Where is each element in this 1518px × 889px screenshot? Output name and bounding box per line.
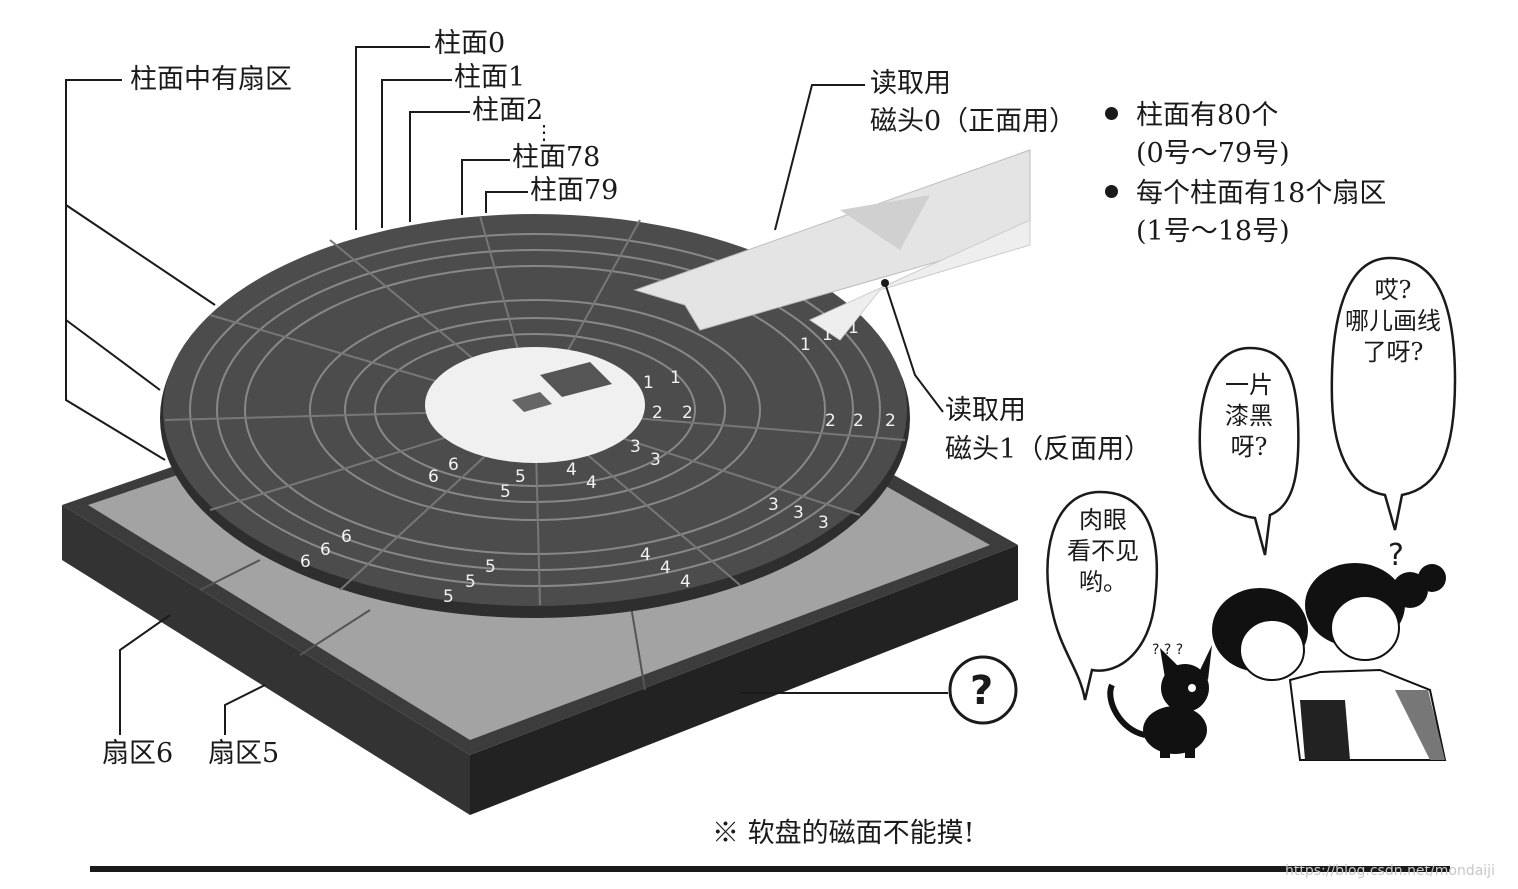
track-ring [344,317,726,503]
sector-number-3: 3 [818,513,829,533]
label-cylinder-78: 柱面78 [512,142,601,173]
sector-number-1: 1 [822,325,833,345]
base-plate-seam [299,609,371,656]
label-cylinder-1: 柱面1 [454,62,526,93]
sector-number-5: 5 [500,482,511,502]
sector-number-1: 1 [800,335,811,355]
label-cylinder-79: 柱面79 [530,175,619,206]
watermark: https://blog.csdn.net/mondaiji [1285,863,1495,879]
track-ring [374,333,696,487]
sector-number-3: 3 [650,450,661,470]
track-ring [189,233,881,587]
label-head-0-line2: 磁头0（正面用） [870,106,1077,137]
base-plate-side [62,505,470,815]
sector-number-6: 6 [341,527,352,547]
label-vdots: ⋮ [534,120,554,144]
sector-number-5: 5 [485,557,496,577]
sector-number-4: 4 [586,473,597,493]
bullet-dot [1105,185,1118,198]
sector-number-6: 6 [448,455,459,475]
svg-text:?: ? [1388,538,1404,573]
bubble-left-line: 看不见 [1067,537,1139,566]
track-ring [244,265,826,555]
label-sector-5: 扇区5 [208,738,280,769]
sector-number-3: 3 [793,503,804,523]
bubble-right-line: 哎? [1374,276,1412,304]
question-circle [948,655,1018,725]
fact-cylinders: 柱面有80个 [1105,100,1278,132]
track-ring [216,249,854,571]
footer-note: ※ 软盘的磁面不能摸! [712,818,975,849]
sector-number-6: 6 [300,552,311,572]
fact-sectors: 每个柱面有18个扇区 [1105,178,1386,210]
fact-sectors-range: (1号～18号) [1136,216,1290,247]
cat-illustration [1107,645,1212,758]
sector-number-4: 4 [566,460,577,480]
sector-number-1: 1 [848,318,859,338]
cat-eye [1188,684,1196,692]
read-head-1 [808,219,1031,341]
label-head-1-line2: 磁头1（反面用） [945,434,1152,465]
fact-sectors-line1: 每个柱面有18个扇区 [1136,178,1387,209]
question-mark: ? [970,668,993,714]
sector-number-5: 5 [465,572,476,592]
sector-number-2: 2 [652,403,663,423]
sector-number-2: 2 [885,411,896,431]
sector-number-4: 4 [640,545,651,565]
base-plate-side-right [470,545,1018,815]
label-sector-6: 扇区6 [102,738,174,769]
label-head-0-line1: 读取用 [870,68,951,99]
track-ring [309,299,761,521]
bubble-middle-line: 漆黑 [1225,402,1273,431]
sector-number-4: 4 [660,558,671,578]
svg-text:? ? ?: ? ? ? [1152,642,1183,658]
read-head-0 [633,149,1031,331]
fact-cylinders-range: (0号～79号) [1136,138,1290,169]
hub-hole [512,392,552,412]
bubble-middle-line: 一片 [1225,371,1273,399]
base-plate-seam [199,559,261,591]
sector-number-5: 5 [515,467,526,487]
sector-number-6: 6 [428,467,439,487]
sector-number-3: 3 [630,437,641,457]
bubble-right-line: 哪儿画线 [1345,307,1441,336]
bubble-left-line: 哟。 [1079,568,1127,597]
sector-number-1: 1 [670,368,681,388]
sector-number-2: 2 [682,403,693,423]
base-plate-seam [629,599,646,691]
sector-number-2: 2 [825,411,836,431]
sector-number-group: 1 1 1 1 1 2 2 2 2 2 3 3 3 3 3 4 4 4 4 4 … [300,318,896,607]
bubble-middle-line: 呀? [1230,433,1268,462]
leader-dot [881,279,889,287]
bubble-middle-text: 一片 漆黑 呀? [1208,370,1290,464]
sector-number-1: 1 [643,373,654,393]
bubble-right-text: 哎? 哪儿画线 了呀? [1332,275,1454,369]
label-head-1-line1: 读取用 [945,395,1026,426]
hub-hole [540,362,612,397]
bullet-dot [1105,107,1118,120]
leader-lines [65,46,948,735]
sector-number-3: 3 [768,495,779,515]
sector-number-2: 2 [853,411,864,431]
fact-cylinders-line1: 柱面有80个 [1136,100,1279,131]
bubble-left-text: 肉眼 看不见 哟。 [1058,505,1148,599]
bubble-left-line: 肉眼 [1079,506,1127,534]
sector-number-5: 5 [443,587,454,607]
sector-number-4: 4 [680,572,691,592]
label-sector-in-cylinder: 柱面中有扇区 [130,64,292,95]
sector-number-6: 6 [320,540,331,560]
label-cylinder-0: 柱面0 [434,28,506,59]
girls-illustration: ? ? ? ? [1152,538,1447,761]
bubble-right-line: 了呀? [1362,338,1424,367]
speech-bubble-outlines [1046,256,1457,701]
read-head-0-tip [840,195,930,250]
bottom-rule [90,866,1450,872]
label-cylinder-2: 柱面2 [472,95,544,126]
